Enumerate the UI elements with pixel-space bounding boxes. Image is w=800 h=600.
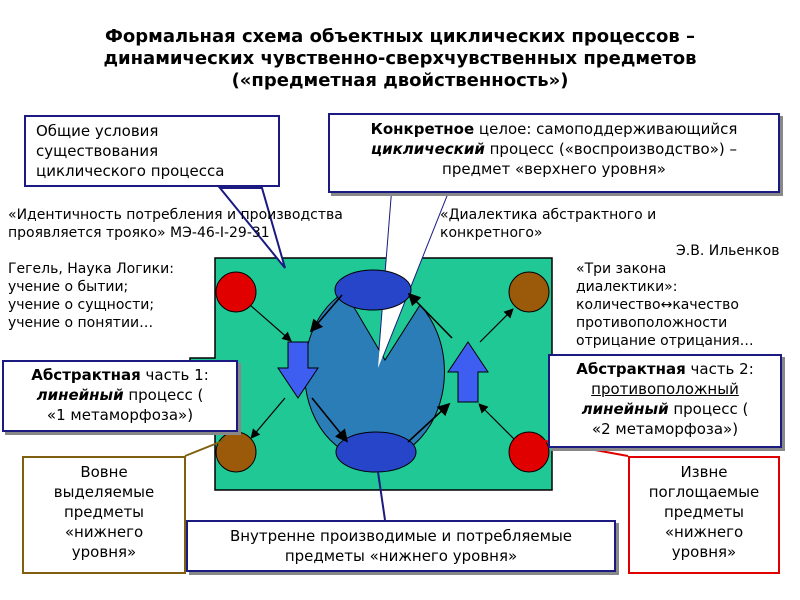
red-node-top-left: [215, 271, 257, 313]
arrow-block-to-brown-tr: [479, 308, 514, 343]
arrow-block-to-brown-bl: [250, 397, 286, 439]
quote-identity: «Идентичность потребления и производства…: [8, 206, 378, 242]
tail-internal: [377, 471, 386, 521]
arrow-bottom-ellipse-to-up: [407, 402, 451, 443]
title-line-3: («предметная двойственность»): [231, 70, 569, 91]
laws-line-1: «Три закона: [576, 261, 667, 277]
quote-three-laws: «Три закона диалектики»: количество↔каче…: [576, 260, 776, 350]
laws-line-3: количество↔качество: [576, 297, 739, 313]
arrow-top-ellipse-to-down: [309, 294, 343, 333]
part1-text-2: процесс (: [123, 386, 204, 404]
title-line-2: динамических чувственно-сверхчувственных…: [103, 48, 697, 69]
tail-emitted: [184, 439, 226, 457]
callout-outside-emitted: Вовне выделяемые предметы «нижнего уровн…: [22, 456, 186, 574]
outside-absorbed-text: Извне поглощаемые предметы «нижнего уров…: [648, 463, 760, 561]
laws-line-2: диалектики»:: [576, 279, 678, 295]
arrow-down-to-bottom-ellipse: [311, 397, 349, 443]
red-node-bottom-right: [508, 431, 550, 473]
ilyenkov-text: Э.В. Ильенков: [676, 243, 780, 259]
brown-node-bottom-left: [215, 431, 257, 473]
general-conditions-text: Общие условия существования циклического…: [36, 122, 225, 180]
top-ellipse: [334, 269, 412, 311]
callout-abstract-part-2: Абстрактная часть 2: противоположный лин…: [548, 354, 782, 448]
callout-outside-absorbed: Извне поглощаемые предметы «нижнего уров…: [628, 456, 780, 574]
hegel-line-2: учение о бытии;: [8, 279, 129, 295]
wedge-cut: [378, 192, 448, 368]
hegel-line-3: учение о сущности;: [8, 297, 155, 313]
callout-tail-general: [217, 187, 286, 269]
laws-line-5: отрицание отрицания…: [576, 333, 754, 349]
callout-concrete-whole: Конкретное целое: самоподдерживающийся ц…: [328, 113, 780, 193]
quote-dialectic: «Диалектика абстрактного и конкретного»: [440, 206, 700, 242]
laws-line-4: противоположности: [576, 315, 728, 331]
concrete-text-2: процесс («воспроизводство») – предмет «в…: [442, 140, 738, 178]
diagram-title: Формальная схема объектных циклических п…: [40, 26, 760, 92]
dialectic-text: «Диалектика абстрактного и конкретного»: [440, 207, 657, 241]
part2-text-2: процесс (: [668, 400, 749, 418]
arrow-red-br-to-block: [478, 403, 516, 441]
brown-node-top-right: [508, 271, 550, 313]
part1-bold: Абстрактная: [31, 366, 141, 384]
arrow-red-tl-to-block: [249, 304, 292, 342]
part1-text-1: часть 1:: [140, 366, 209, 384]
part1-italic: линейный: [36, 386, 124, 404]
hegel-line-4: учение о понятии…: [8, 315, 154, 331]
part2-bold: Абстрактная: [576, 360, 686, 378]
internal-text: Внутренне производимые и потребляемые пр…: [229, 527, 573, 565]
part2-italic: линейный: [581, 400, 669, 418]
part2-underlined: противоположный: [591, 380, 739, 398]
concrete-text-1: целое: самоподдерживающийся: [474, 120, 738, 138]
quote-ilyenkov: Э.В. Ильенков: [676, 242, 800, 260]
down-block-arrow-icon: [277, 341, 319, 399]
quote-hegel: Гегель, Наука Логики: учение о бытии; уч…: [8, 260, 213, 332]
bottom-ellipse: [335, 431, 417, 473]
outside-emitted-text: Вовне выделяемые предметы «нижнего уровн…: [53, 463, 155, 561]
callout-general-conditions: Общие условия существования циклического…: [24, 115, 280, 187]
arrow-up-to-top-ellipse: [407, 292, 453, 339]
part2-text-3: «2 метаморфоза»): [591, 420, 739, 438]
callout-abstract-part-1: Абстрактная часть 1: линейный процесс ( …: [2, 360, 238, 432]
part1-text-3: «1 метаморфоза»): [46, 406, 194, 424]
concrete-bold: Конкретное: [370, 120, 475, 138]
up-block-arrow-icon: [447, 341, 489, 403]
part2-text-1: часть 2:: [685, 360, 754, 378]
title-line-1: Формальная схема объектных циклических п…: [105, 26, 695, 47]
hegel-line-1: Гегель, Наука Логики:: [8, 261, 174, 277]
concrete-italic: циклический: [370, 140, 485, 158]
callout-internal: Внутренне производимые и потребляемые пр…: [186, 520, 616, 572]
quote-identity-text: «Идентичность потребления и производства…: [8, 207, 343, 241]
